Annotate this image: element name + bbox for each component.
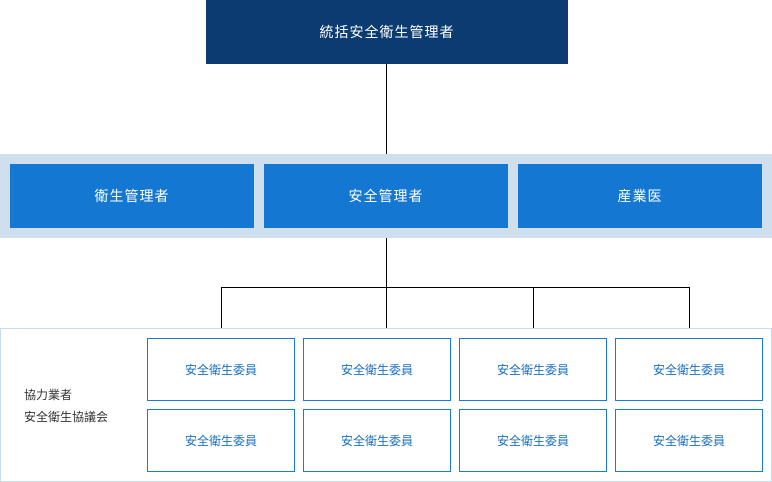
industrial-physician-box: 産業医 (518, 164, 762, 228)
industrial-physician-label: 産業医 (617, 189, 663, 205)
member-label: 安全衛生委員 (184, 363, 257, 377)
member-box: 安全衛生委員 (615, 409, 763, 472)
safety-manager-box: 安全管理者 (264, 164, 508, 228)
member-label: 安全衛生委員 (340, 434, 413, 448)
member-box: 安全衛生委員 (147, 409, 295, 472)
member-box: 安全衛生委員 (459, 409, 607, 472)
safety-manager-label: 安全管理者 (348, 189, 424, 205)
council-title-line1: 協力業者 (24, 388, 73, 402)
member-label: 安全衛生委員 (496, 434, 569, 448)
member-box: 安全衛生委員 (147, 338, 295, 401)
council-title: 協力業者 安全衛生協議会 (24, 384, 144, 428)
health-manager-label: 衛生管理者 (94, 189, 170, 205)
member-label: 安全衛生委員 (652, 434, 725, 448)
general-safety-health-manager-label: 統括安全衛生管理者 (319, 25, 455, 41)
member-box: 安全衛生委員 (459, 338, 607, 401)
member-box: 安全衛生委員 (303, 409, 451, 472)
health-manager-box: 衛生管理者 (10, 164, 254, 228)
member-label: 安全衛生委員 (496, 363, 569, 377)
member-label: 安全衛生委員 (652, 363, 725, 377)
council-title-line2: 安全衛生協議会 (24, 410, 109, 424)
member-box: 安全衛生委員 (615, 338, 763, 401)
member-box: 安全衛生委員 (303, 338, 451, 401)
member-label: 安全衛生委員 (184, 434, 257, 448)
member-label: 安全衛生委員 (340, 363, 413, 377)
general-safety-health-manager-box: 統括安全衛生管理者 (206, 0, 568, 64)
